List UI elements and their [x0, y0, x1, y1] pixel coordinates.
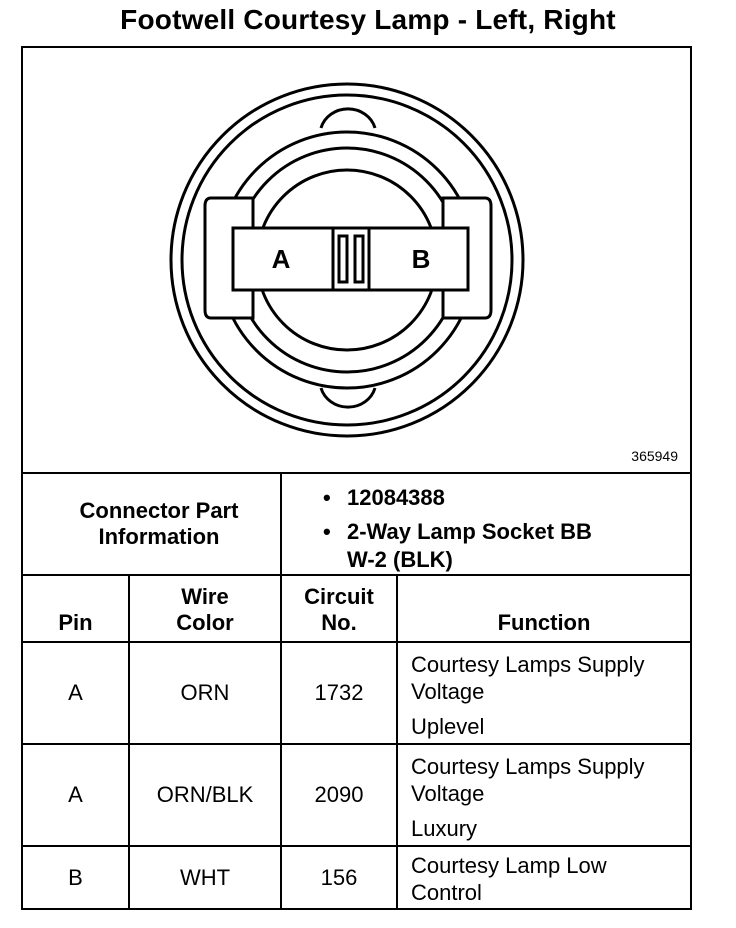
header-circuit-line2: No.	[321, 610, 357, 635]
divider-right	[353, 234, 365, 284]
row-1-pin: A	[68, 680, 83, 705]
bullet: •	[323, 519, 331, 544]
header-wire-line2: Color	[176, 610, 234, 635]
row-2-wire-color: ORN/BLK	[156, 782, 254, 807]
row-2-circuit: 2090	[314, 782, 364, 807]
divider-line	[23, 472, 690, 474]
socket-description: 2-Way Lamp Socket BB	[347, 519, 592, 544]
header-circuit-line1: Circuit	[304, 584, 374, 609]
function-line: Courtesy Lamps Supply	[411, 754, 645, 779]
divider-line	[23, 743, 690, 745]
terminal-bar	[231, 226, 470, 292]
row-2-function: Courtesy Lamps Supply Voltage Luxury	[411, 753, 645, 842]
function-line: Uplevel	[411, 714, 485, 739]
divider-line	[280, 472, 282, 574]
row-3-pin: B	[68, 864, 83, 890]
divider-line	[128, 574, 130, 908]
header-circuit-no: Circuit No.	[282, 582, 396, 638]
divider-line	[23, 574, 690, 576]
divider-line	[280, 574, 282, 908]
page-title: Footwell Courtesy Lamp - Left, Right	[120, 4, 616, 35]
function-line: Voltage	[411, 781, 485, 806]
row-1-function: Courtesy Lamps Supply Voltage Uplevel	[411, 651, 645, 740]
top-key-tab	[319, 107, 377, 129]
connector-sheet: A B 365949 Connector Part Information • …	[21, 46, 692, 910]
function-line: Voltage	[411, 679, 485, 704]
divider-left	[337, 234, 349, 284]
socket-description-line2: W-2 (BLK)	[347, 547, 453, 572]
row-3-wire-color: WHT	[179, 864, 231, 890]
divider-line	[23, 845, 690, 847]
header-pin: Pin	[58, 610, 93, 635]
header-function: Function	[497, 610, 591, 635]
divider-line	[396, 574, 398, 908]
bottom-key-tab	[319, 387, 377, 409]
function-line: Courtesy Lamps Supply	[411, 652, 645, 677]
row-2-pin: A	[68, 782, 83, 807]
connector-info-label: Connector Part Information	[79, 498, 239, 549]
connector-face-drawing: A B	[169, 82, 525, 438]
bullet: •	[323, 485, 331, 510]
terminal-a-label: A	[272, 244, 291, 274]
function-line: Courtesy Lamp Low	[411, 853, 607, 878]
terminal-b-label: B	[412, 244, 431, 274]
figure-id: 365949	[631, 448, 678, 464]
row-1-circuit: 1732	[314, 680, 364, 705]
header-wire-line1: Wire	[181, 584, 229, 609]
connector-info-values: • 12084388 • 2-Way Lamp Socket BB W-2 (B…	[323, 484, 592, 574]
outer-ring	[169, 82, 525, 438]
part-number: 12084388	[347, 485, 445, 510]
row-3-circuit: 156	[320, 864, 358, 890]
function-line: Control	[411, 880, 482, 905]
row-1-wire-color: ORN	[180, 680, 230, 705]
connector-diagram: A B 365949	[23, 48, 690, 472]
outer-ring-inner	[180, 93, 514, 427]
header-wire-color: Wire Color	[130, 582, 280, 638]
divider-line	[23, 641, 690, 643]
function-line: Luxury	[411, 816, 478, 841]
row-3-function: Courtesy Lamp Low Control	[411, 852, 607, 906]
